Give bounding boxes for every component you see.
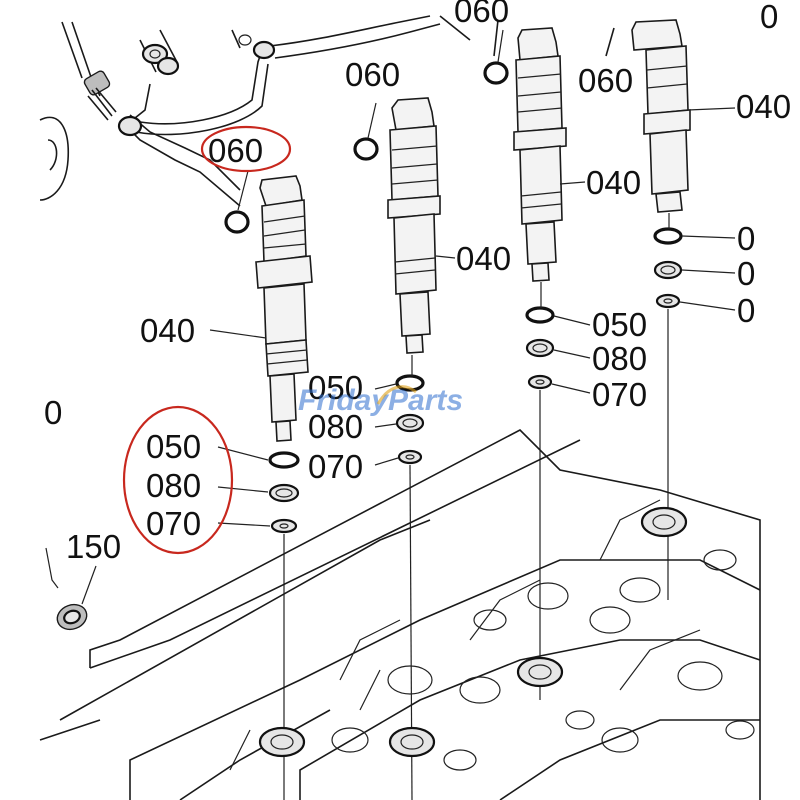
label-070-injector-1: 070 xyxy=(146,505,201,542)
pipe-joint xyxy=(117,34,276,137)
injector-bore xyxy=(258,506,688,758)
seal-stack-injector-1 xyxy=(268,451,300,800)
watermark: FridayParts xyxy=(298,384,463,417)
label-060-highlighted: 060 xyxy=(208,132,263,169)
banjo-bolt xyxy=(83,70,117,121)
watermark-part-2: Parts xyxy=(388,384,463,417)
highlight-annotations xyxy=(122,125,292,555)
label-060-injector-3: 060 xyxy=(454,0,509,29)
label-040-injector-3: 040 xyxy=(586,164,641,201)
injector-4 xyxy=(631,19,691,213)
label-080-injector-2: 080 xyxy=(308,408,363,445)
label-070-injector-3: 070 xyxy=(592,376,647,413)
cylinder-head-edge-left xyxy=(39,116,70,201)
label-070-injector-2: 070 xyxy=(308,448,363,485)
label-060-injector-4: 060 xyxy=(578,62,633,99)
injector-2 xyxy=(387,97,441,354)
fuel-return-pipe xyxy=(61,15,615,207)
banjo-washer xyxy=(141,43,180,76)
label-050-injector-2: 050 xyxy=(308,369,363,406)
label-150: 150 xyxy=(66,528,121,565)
label-partial-right-3: 0 xyxy=(737,292,755,329)
label-080-injector-3: 080 xyxy=(592,340,647,377)
highlight-ellipse-060 xyxy=(200,125,292,173)
watermark-swoosh xyxy=(376,385,417,405)
plug-150 xyxy=(45,547,88,631)
cylinder-head xyxy=(39,429,761,800)
label-050-injector-1: 050 xyxy=(146,428,201,465)
label-040-injector-2: 040 xyxy=(456,240,511,277)
label-partial-top-right: 0 xyxy=(760,0,778,35)
label-040-injector-1: 040 xyxy=(140,312,195,349)
watermark-part-1: Friday xyxy=(298,384,389,417)
o-ring-060-set xyxy=(224,61,509,234)
label-080-injector-1: 080 xyxy=(146,467,201,504)
port-openings xyxy=(331,549,755,771)
highlight-ellipse-seal-set xyxy=(122,405,234,555)
label-050-injector-3: 050 xyxy=(592,306,647,343)
watermark-logo: FridayParts xyxy=(298,384,463,417)
label-partial-right-2: 0 xyxy=(737,255,755,292)
injector-3 xyxy=(513,27,567,282)
injector-1 xyxy=(255,175,313,442)
callout-labels: 060 060 060 060 040 040 040 040 050 080 … xyxy=(44,0,791,565)
leader-lines xyxy=(81,29,736,605)
label-partial-right-1: 0 xyxy=(737,220,755,257)
label-partial-left: 0 xyxy=(44,394,62,431)
label-040-injector-4: 040 xyxy=(736,88,791,125)
seal-stack-injector-3 xyxy=(525,282,555,700)
label-060-injector-2: 060 xyxy=(345,56,400,93)
seal-stack-injector-4 xyxy=(653,213,683,600)
